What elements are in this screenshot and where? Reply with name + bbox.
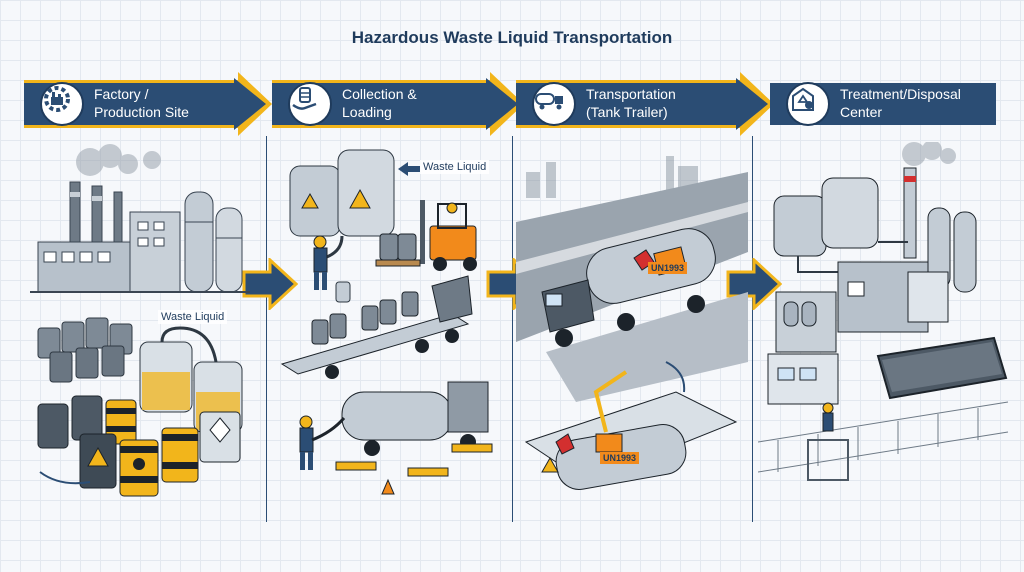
- flatbed-truck: [280, 275, 473, 379]
- barrel-hand-icon: [288, 82, 332, 126]
- stage-label-line1: Collection &: [342, 86, 417, 102]
- stage-label-line2: Production Site: [94, 104, 189, 120]
- stage-label-line1: Transportation: [586, 86, 676, 102]
- flow-arrow-1: [242, 258, 298, 310]
- unloading-bay: [524, 370, 738, 490]
- stage-label-line2: (Tank Trailer): [586, 104, 668, 120]
- vacuum-tanker: [341, 381, 489, 456]
- security-fence: [758, 401, 1009, 473]
- factory-gear-icon: [40, 82, 84, 126]
- gate: [807, 439, 849, 481]
- chimney: [903, 167, 917, 259]
- storage-tank: [821, 177, 879, 249]
- worker-figure: [822, 402, 834, 432]
- factory-scene: [30, 144, 250, 497]
- stage-label: Transportation (Tank Trailer): [586, 85, 676, 121]
- banner-arrow-shape: [516, 72, 774, 136]
- smoke-cloud: [902, 142, 956, 166]
- tank-trailer-truck: [541, 228, 716, 347]
- storage-tank: [215, 207, 243, 293]
- collection-tank: [289, 165, 341, 237]
- barrel-pallet: [375, 233, 421, 267]
- stage-banner-factory: Factory / Production Site: [24, 72, 280, 136]
- banner-arrow-shape: [24, 72, 272, 136]
- tank-truck-icon: [532, 82, 576, 126]
- hazard-barrels: [37, 395, 241, 497]
- storage-tank: [773, 195, 827, 257]
- transportation-scene: [516, 156, 748, 490]
- stage-divider: [752, 136, 753, 522]
- waste-liquid-callout: Waste Liquid: [420, 160, 490, 174]
- waste-liquid-callout: Waste Liquid: [158, 310, 228, 324]
- stage-label: Treatment/Disposal Center: [840, 85, 961, 121]
- stage-banner-collection: Collection & Loading: [272, 72, 532, 136]
- stage-label-line2: Loading: [342, 104, 392, 120]
- storage-tank: [184, 191, 214, 293]
- stage-divider: [266, 136, 267, 522]
- stage-label-line2: Center: [840, 104, 883, 120]
- stage-label: Factory / Production Site: [94, 85, 189, 121]
- stage-label: Collection & Loading: [342, 85, 417, 121]
- barrel-stack: [37, 317, 133, 383]
- collection-tank: [337, 149, 395, 237]
- safety-barriers: [335, 443, 493, 495]
- treatment-scene: [758, 142, 1009, 481]
- un-placard: UN1993: [648, 262, 688, 274]
- stage-label-line1: Factory /: [94, 86, 149, 102]
- smoke-cloud: [76, 144, 161, 176]
- diagram-title: Hazardous Waste Liquid Transportation: [351, 28, 673, 47]
- worker-figure: [313, 235, 328, 290]
- stage-banner-transportation: Transportation (Tank Trailer): [516, 72, 782, 136]
- un-placard: UN1993: [600, 452, 640, 464]
- reactor-tower: [953, 211, 977, 293]
- stage-divider: [512, 136, 513, 522]
- collection-scene: [280, 149, 493, 495]
- forklift: [420, 200, 477, 271]
- callout-arrow-icon: [398, 162, 420, 176]
- stage-label-line1: Treatment/Disposal: [840, 86, 961, 102]
- stage-banner-treatment: Treatment/Disposal Center: [770, 72, 1000, 136]
- recycle-building-icon: [786, 82, 830, 126]
- banner-arrow-shape: [272, 72, 524, 136]
- worker-figure: [299, 415, 314, 470]
